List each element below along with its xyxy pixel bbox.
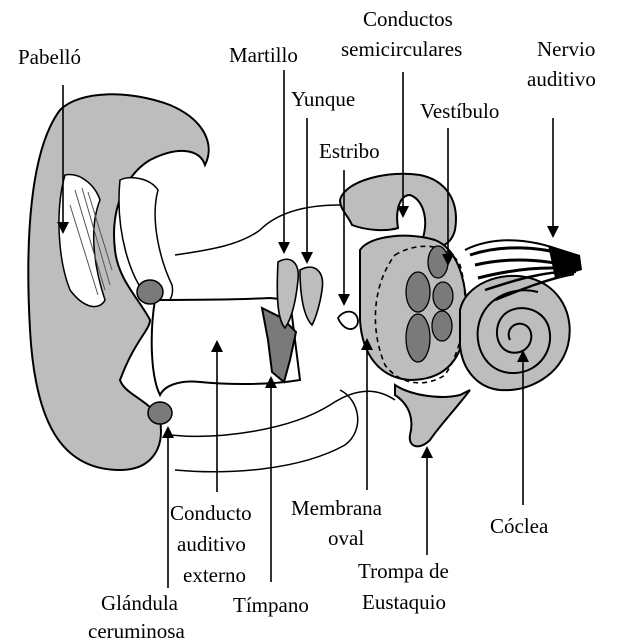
label-trompa-1: Trompa de (358, 559, 449, 583)
label-glandula-1: Glándula (101, 591, 179, 615)
label-timpano: Tímpano (233, 593, 309, 617)
label-membrana-1: Membrana (291, 496, 383, 520)
label-glandula-2: ceruminosa (88, 619, 185, 643)
ceruminous-gland-upper (137, 280, 163, 304)
eustachian-tube-shape (395, 385, 470, 446)
label-vestibulo: Vestíbulo (420, 99, 499, 123)
label-conductos-1: Conductos (363, 7, 453, 31)
skin-layer-upper (175, 205, 340, 255)
label-trompa-2: Eustaquio (362, 590, 446, 614)
skin-layer-lower (170, 391, 395, 436)
label-estribo: Estribo (319, 139, 380, 163)
label-pabello: Pabelló (18, 45, 81, 69)
label-coclea: Cóclea (490, 514, 549, 538)
label-conductos-2: semicirculares (341, 37, 462, 61)
lower-tissue (175, 390, 358, 472)
label-nervio-2: auditivo (527, 67, 596, 91)
label-martillo: Martillo (229, 43, 298, 67)
label-nervio-1: Nervio (537, 37, 595, 61)
ceruminous-gland-lower (148, 402, 172, 424)
label-conducto-3: externo (183, 563, 246, 587)
label-conducto-1: Conducto (170, 501, 252, 525)
label-conducto-2: auditivo (177, 532, 246, 556)
ear-drawing (28, 94, 582, 471)
label-yunque: Yunque (291, 87, 355, 111)
stapes-shape (338, 312, 358, 329)
label-membrana-2: oval (328, 526, 364, 550)
malleus-shape (277, 259, 298, 328)
incus-shape (300, 267, 323, 325)
pinna-shape (28, 94, 208, 470)
